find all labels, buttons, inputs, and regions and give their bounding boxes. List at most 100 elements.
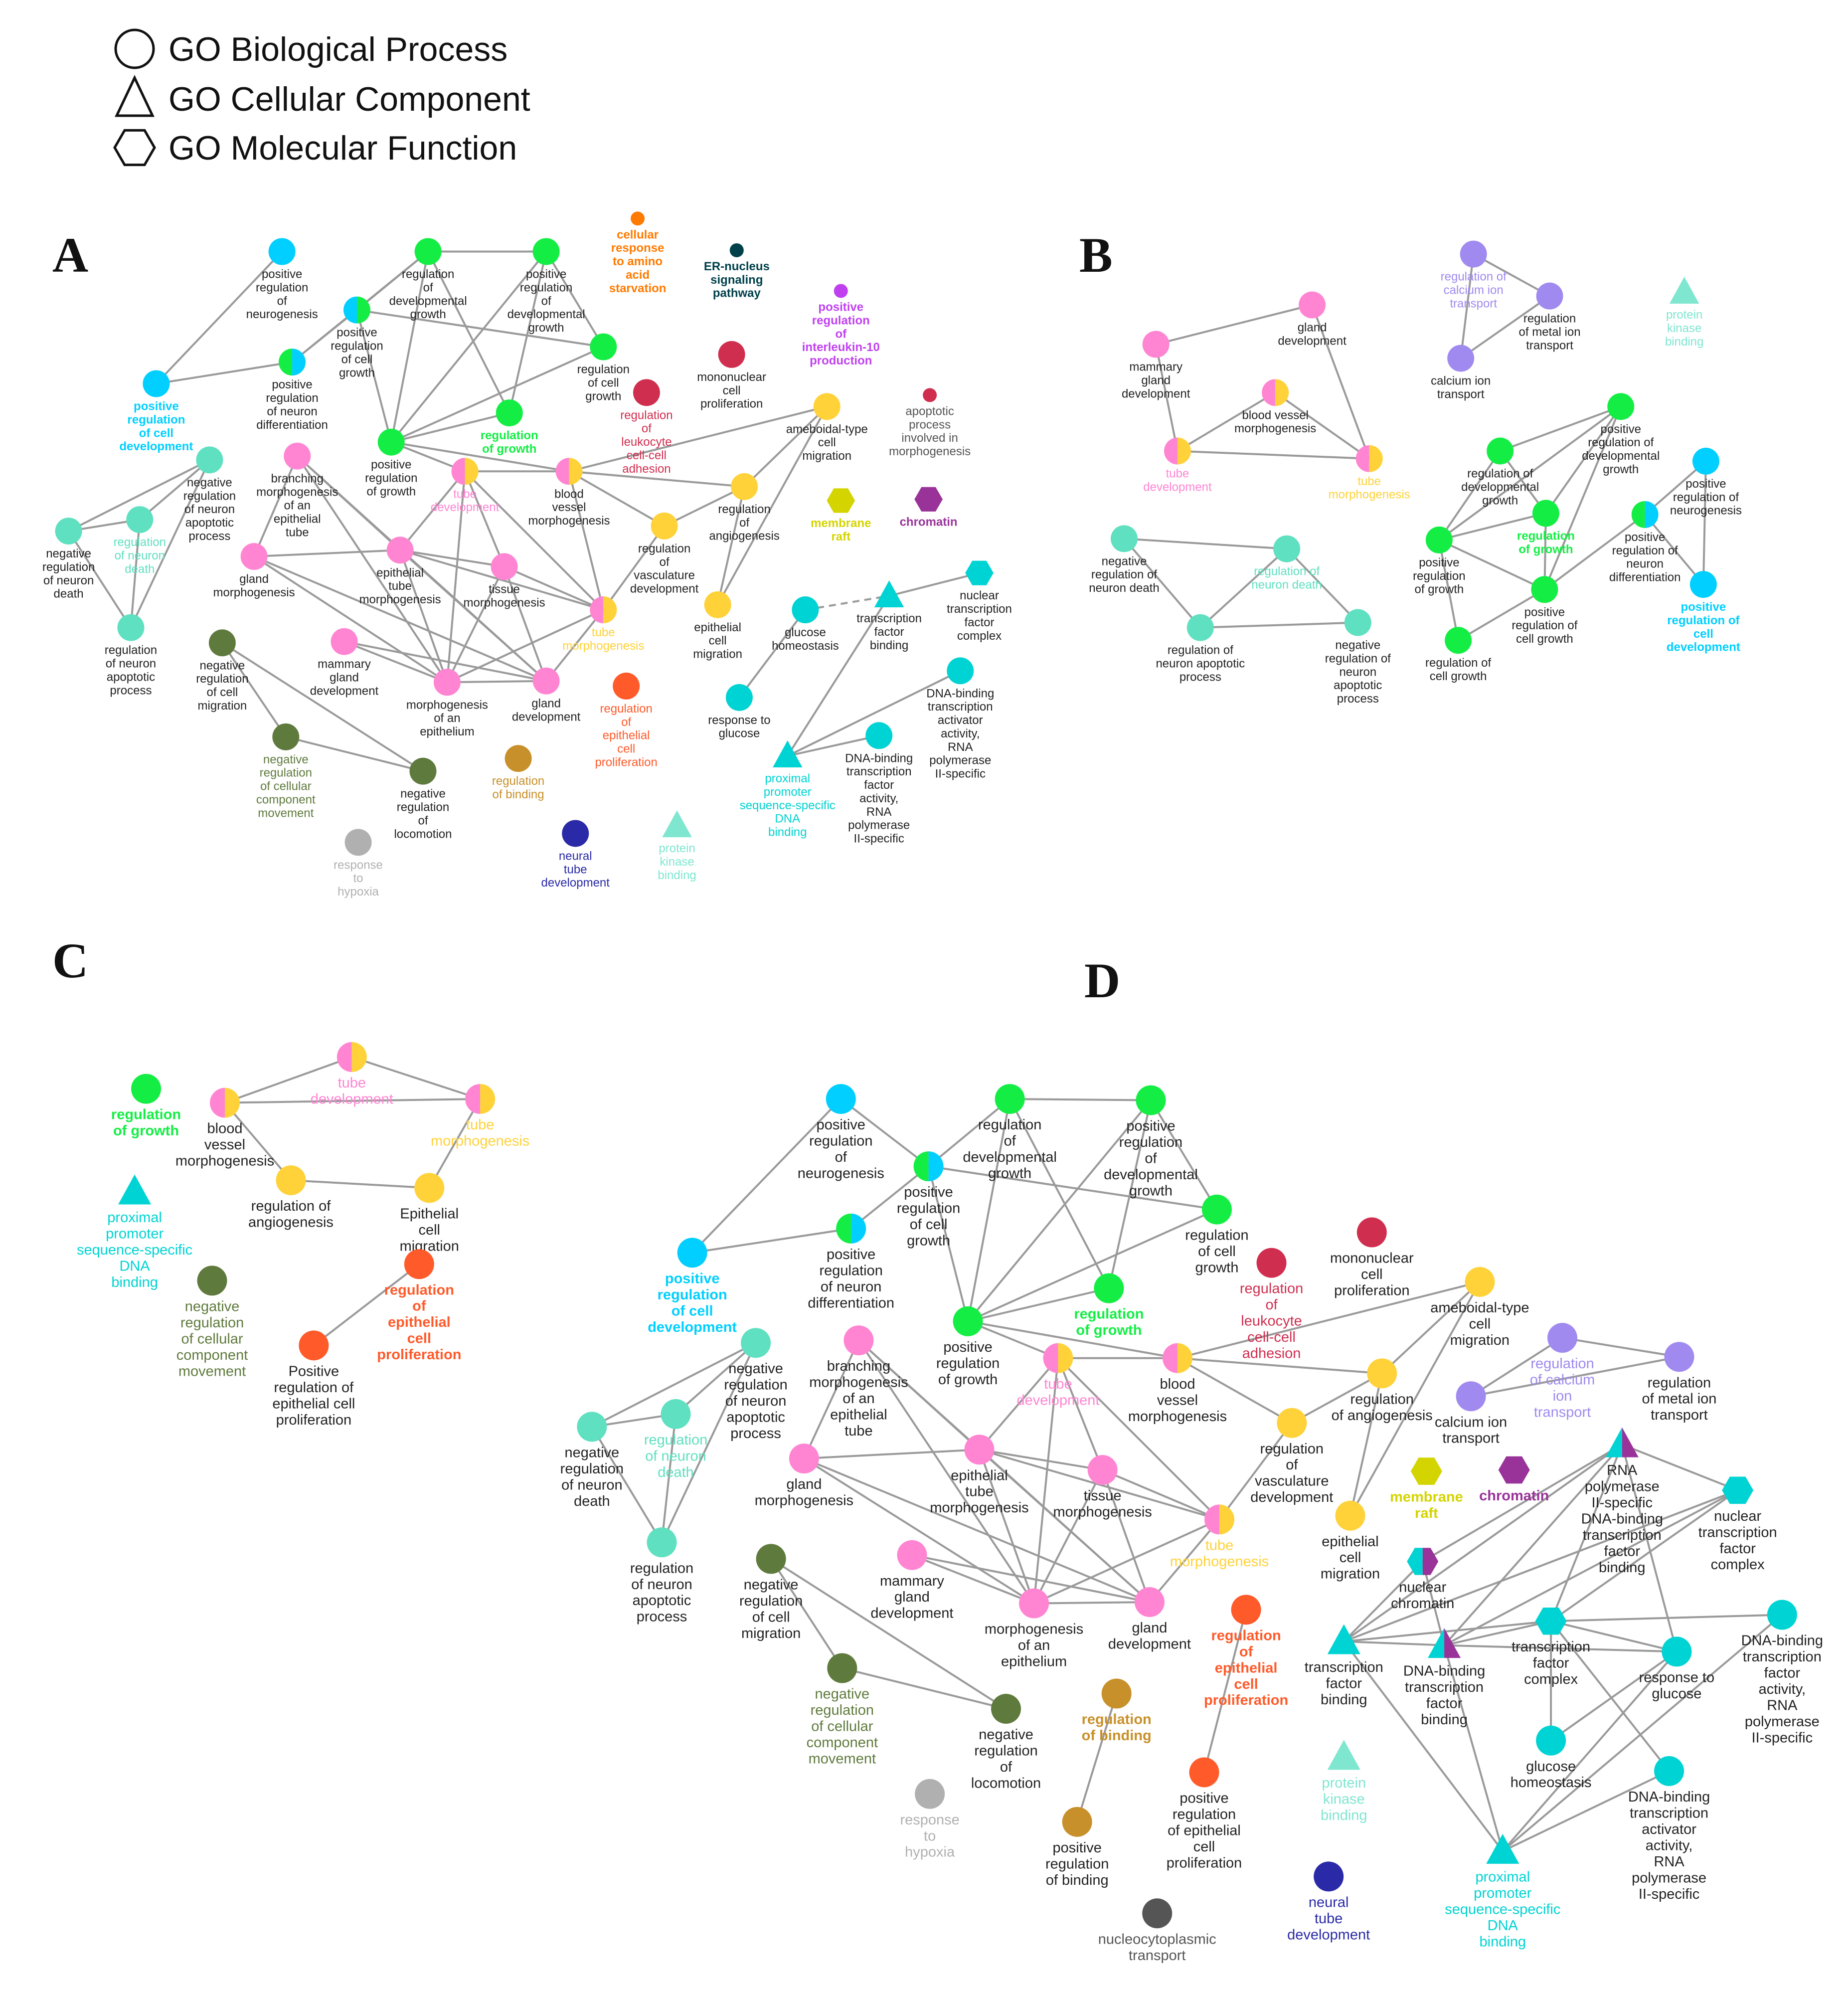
node-d28[interactable]: chromatin [1479, 1456, 1549, 1504]
node-a24[interactable]: chromatin [900, 487, 958, 529]
